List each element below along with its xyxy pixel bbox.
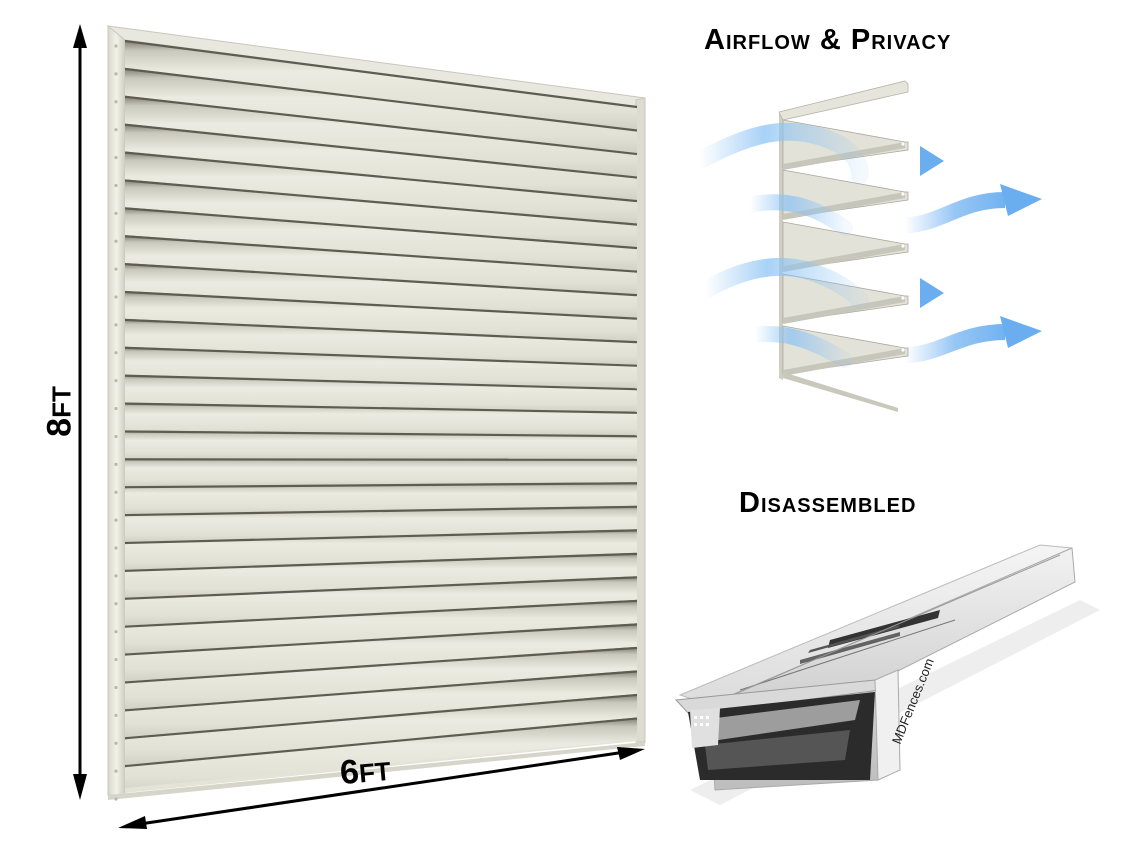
panel-slat: [125, 346, 637, 389]
screw-icon: [114, 44, 118, 48]
height-dimension-arrow: [73, 24, 87, 800]
panel-slat: [125, 179, 637, 248]
panel-slat: [125, 95, 637, 177]
screw-icon: [114, 155, 118, 160]
screw-icon: [114, 602, 118, 606]
panel-slat: [125, 123, 637, 201]
screw-icon: [114, 351, 118, 355]
screw-icon: [114, 574, 118, 578]
panel-slat: [125, 458, 637, 487]
screw-icon: [114, 462, 118, 466]
panel-slat: [125, 599, 637, 654]
screw-icon: [114, 183, 118, 188]
width-dimension-label: 6FT: [338, 750, 392, 793]
panel-slat: [125, 646, 637, 710]
panel-slat: [125, 235, 637, 295]
screw-icon: [114, 741, 118, 745]
panel-slat: [125, 717, 637, 788]
height-unit: FT: [46, 386, 77, 418]
panel-slat: [125, 670, 637, 738]
width-unit: FT: [357, 755, 393, 789]
panel-slat: [125, 374, 637, 412]
panel-slat: [125, 505, 637, 542]
screw-icon: [114, 239, 118, 243]
arrow-out-4: [904, 316, 1042, 363]
airflow-arrows: [691, 122, 1042, 368]
louver-fence-panel: [106, 25, 646, 801]
screw-icon: [114, 72, 118, 76]
arrow-out-1: [905, 146, 944, 176]
screw-icon: [114, 769, 118, 773]
panel-slat: [125, 207, 637, 271]
panel-slat: [125, 318, 637, 365]
screw-icon: [114, 323, 118, 327]
screw-icon: [114, 518, 118, 522]
height-value: 8: [40, 417, 79, 437]
panel-slat: [125, 430, 637, 459]
screw-icon: [114, 546, 118, 550]
panel-slat: [125, 693, 637, 766]
screw-icon: [114, 128, 118, 132]
heading-disassembled: Disassembled: [739, 487, 917, 519]
panel-slat: [125, 482, 637, 515]
screw-icon: [114, 685, 118, 690]
heading-airflow-privacy: Airflow & Privacy: [704, 24, 952, 56]
screw-icon: [114, 797, 118, 801]
screw-icon: [114, 100, 118, 104]
arrow-out-3: [905, 278, 944, 308]
panel-slat: [125, 67, 637, 154]
panel-slat: [125, 552, 637, 598]
panel-slat: [125, 40, 637, 130]
screw-icon: [114, 295, 118, 299]
screw-icon: [114, 434, 118, 439]
shipping-box: MDFences.com: [674, 544, 1100, 805]
panel-slat: [125, 151, 637, 224]
height-dimension-label: 8FT: [41, 372, 80, 452]
screw-icon: [114, 406, 118, 411]
screw-icon: [114, 211, 118, 215]
width-dimension-arrow: [118, 747, 645, 829]
screw-icon: [114, 267, 118, 271]
panel-slat: [125, 623, 637, 682]
panel-slat: [125, 291, 637, 342]
panel-slat: [125, 576, 637, 626]
panel-slat: [125, 263, 637, 318]
screw-icon: [114, 490, 118, 494]
screw-icon: [114, 713, 118, 717]
screw-icon: [114, 657, 118, 662]
arrow-out-2: [904, 184, 1042, 233]
screw-icon: [114, 630, 118, 634]
screw-icon: [114, 379, 118, 383]
